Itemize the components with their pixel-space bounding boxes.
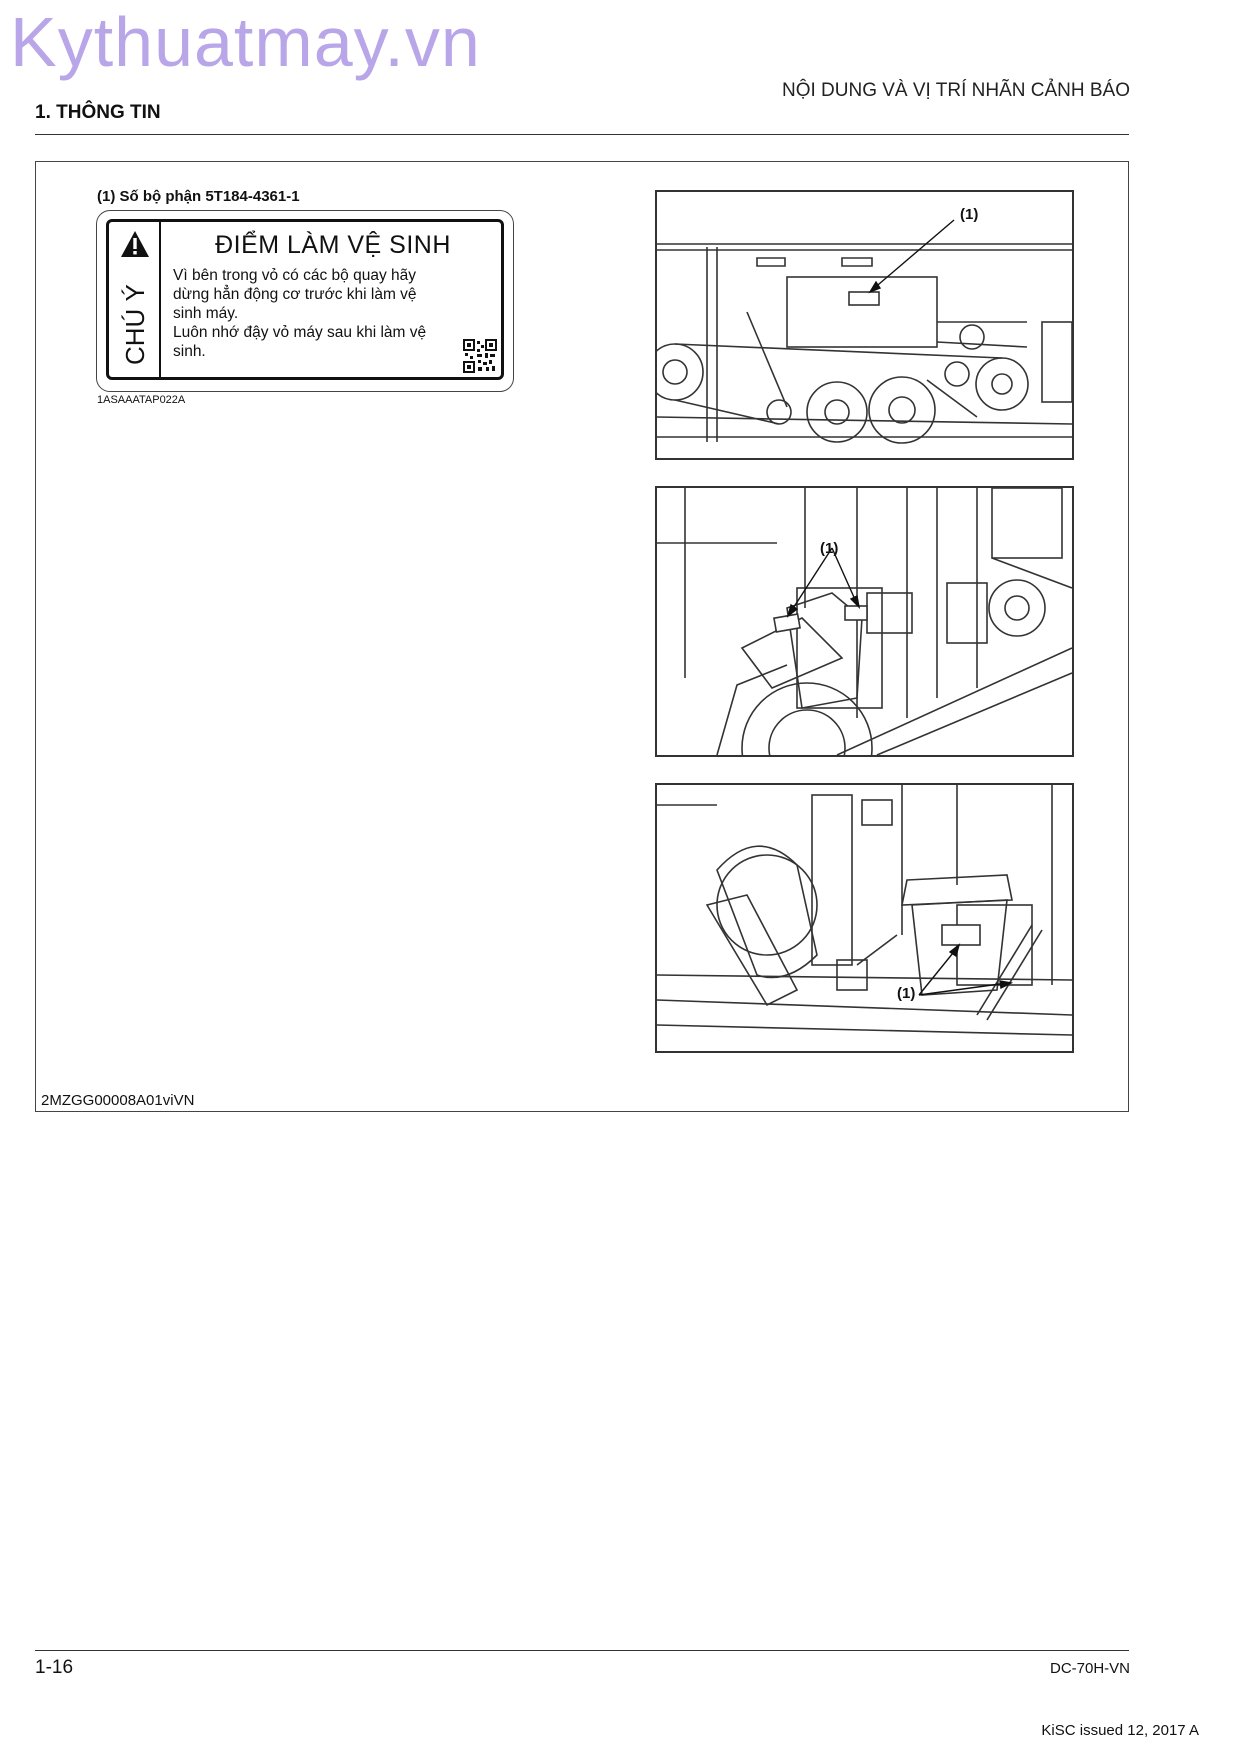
warning-label: CHÚ Ý ĐIỂM LÀM VỆ SINH Vì bên trong vỏ c…	[106, 219, 504, 380]
content-frame	[35, 161, 1129, 1112]
label-image-code: 1ASAAATAP022A	[97, 394, 186, 406]
page-number: 1-16	[35, 1657, 74, 1678]
issued-note: KiSC issued 12, 2017 A	[1041, 1722, 1199, 1739]
figure-2: (1)	[655, 486, 1074, 757]
watermark-text: Kythuatmay.vn	[10, 3, 481, 81]
figure-3: (1)	[655, 783, 1074, 1053]
warning-triangle-icon	[121, 231, 149, 257]
qr-code-icon	[463, 339, 497, 373]
warning-label-line-1: Vì bên trong vỏ có các bộ quay hãy dừng …	[173, 267, 417, 322]
header-divider	[35, 134, 1129, 135]
figure-1: (1)	[655, 190, 1074, 460]
warning-label-line-2: Luôn nhớ đậy vỏ máy sau khi làm vệ sinh.	[173, 324, 427, 360]
footer-divider	[35, 1650, 1129, 1651]
warning-label-title: ĐIỂM LÀM VỆ SINH	[215, 231, 451, 259]
section-title: 1. THÔNG TIN	[35, 102, 161, 123]
warning-label-side-panel: CHÚ Ý	[109, 222, 161, 377]
figure-1-callout: (1)	[960, 206, 979, 223]
model-code: DC-70H-VN	[1049, 1660, 1130, 1677]
figure-3-drawing	[657, 785, 1072, 1036]
warning-label-outline	[96, 210, 514, 392]
part-number-label: (1) Số bộ phận 5T184-4361-1	[97, 188, 300, 205]
document-code: 2MZGG00008A01viVN	[41, 1092, 195, 1109]
warning-label-body: Vì bên trong vỏ có các bộ quay hãy dừng …	[173, 266, 435, 361]
figure-2-drawing	[657, 488, 1072, 755]
figure-2-callout: (1)	[820, 540, 839, 557]
figure-1-drawing	[657, 219, 1072, 444]
page-title: NỘI DUNG VÀ VỊ TRÍ NHÃN CẢNH BÁO	[781, 80, 1130, 101]
figure-3-callout: (1)	[897, 985, 916, 1002]
caution-word: CHÚ Ý	[120, 284, 150, 365]
